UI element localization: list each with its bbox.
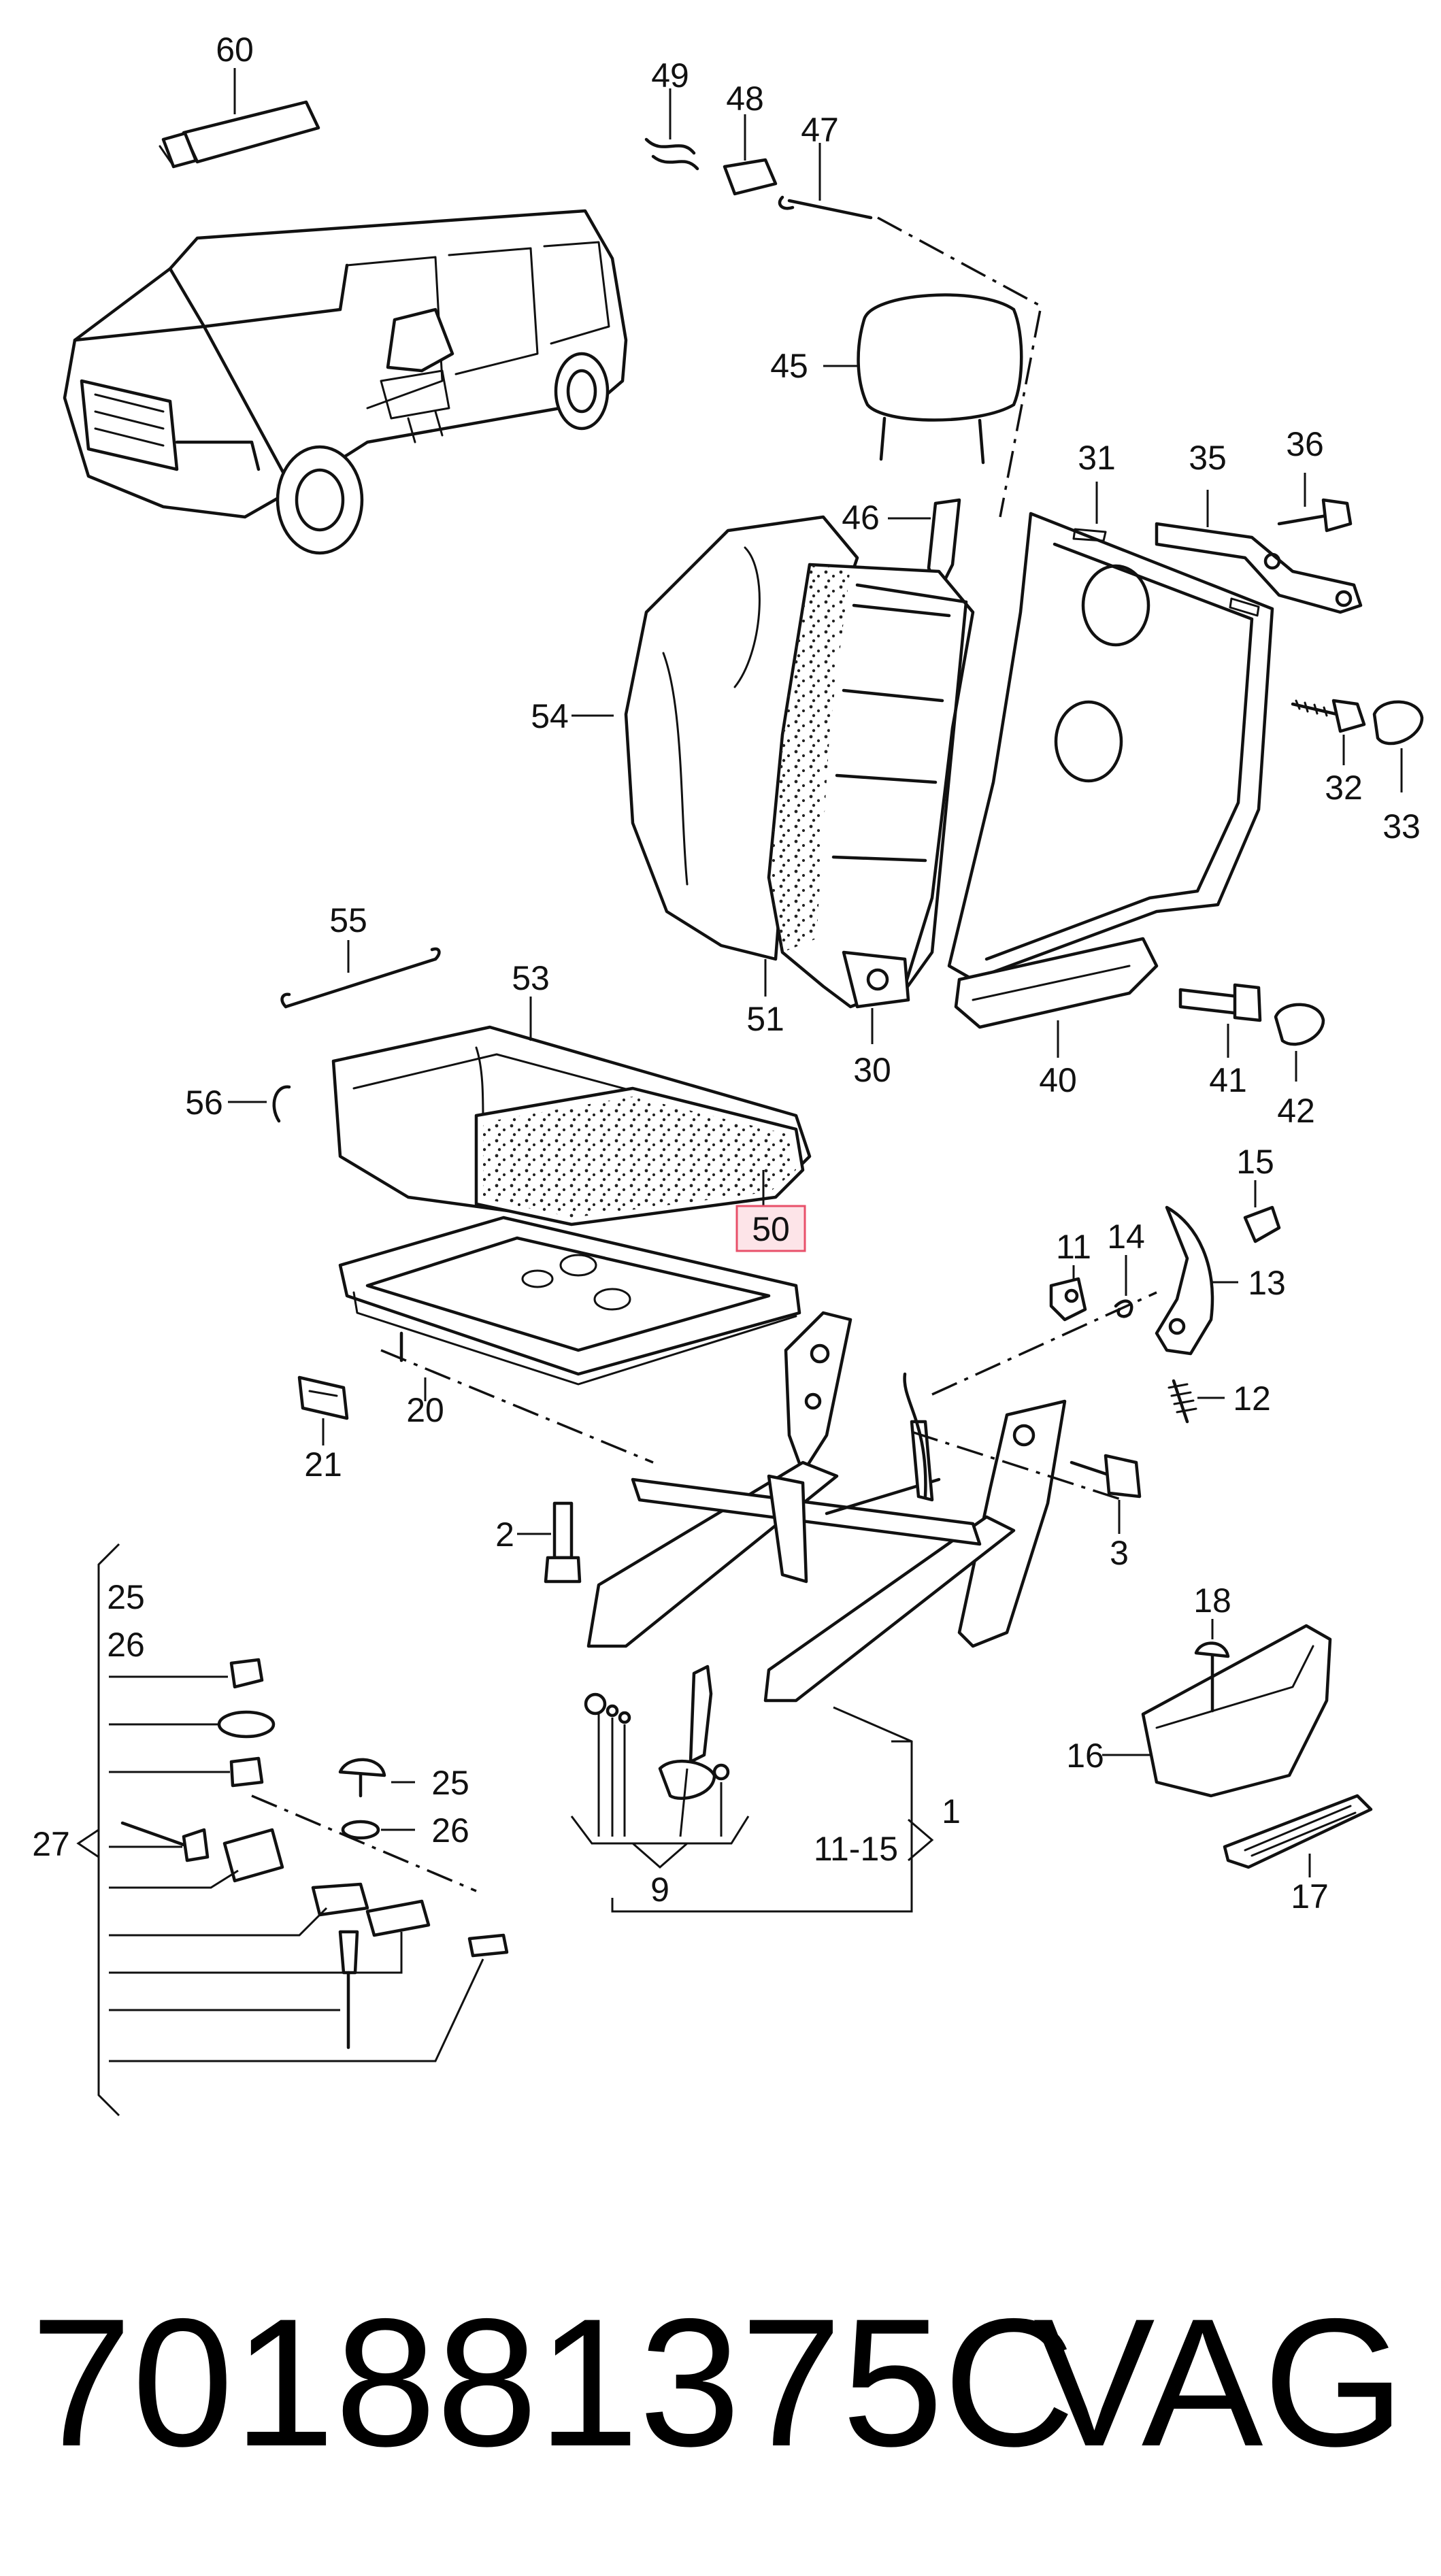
bracket-11-15 [908,1818,934,1862]
bolt-3 [1070,1454,1142,1534]
screw-36 [1277,473,1353,533]
callout-46: 46 [842,499,880,537]
backrest-rear-panel-31 [947,482,1274,982]
callout-41: 41 [1209,1061,1247,1099]
callout-51: 51 [746,1000,784,1038]
callout-9: 9 [650,1871,669,1909]
callout-54: 54 [531,697,569,735]
screw-18 [1194,1619,1230,1713]
callout-11: 11 [1056,1228,1091,1266]
pins-group-9 [570,1665,750,1869]
callout-30: 30 [853,1051,891,1089]
callout-36: 36 [1286,425,1324,463]
backrest-frame-30 [764,563,975,1044]
fastener-group-27 [76,1543,509,2117]
callout-18: 18 [1193,1582,1231,1620]
latch-35 [1155,490,1363,614]
callout-17: 17 [1291,1877,1329,1916]
callout-35: 35 [1189,439,1227,477]
callout-13: 13 [1248,1264,1286,1302]
callout-2: 2 [495,1516,514,1554]
callout-42: 42 [1277,1092,1315,1130]
callout-25-left: 25 [107,1578,145,1616]
cover-16 [1102,1624,1332,1798]
callout-16: 16 [1066,1737,1104,1775]
callout-31: 31 [1078,439,1116,477]
callout-47: 47 [801,111,839,149]
callout-20: 20 [406,1391,444,1429]
callout-1: 1 [942,1792,961,1830]
clip-21 [297,1375,349,1445]
wire-55 [280,940,441,1009]
callout-45: 45 [770,347,808,385]
screw-washer-25-26 [338,1758,415,1840]
van-illustration [63,209,628,555]
callout-26-right: 26 [431,1811,469,1850]
headrest-45 [823,293,1023,465]
adhesive-tube-60 [159,68,320,169]
trim-40 [954,937,1159,1058]
clip-56 [228,1085,291,1123]
seat-frame-1 [586,1291,1157,1913]
bolt-41 [1178,983,1262,1058]
callout-11-15: 11-15 [814,1830,898,1868]
callout-50[interactable]: 50 [752,1210,790,1248]
callout-27: 27 [32,1825,70,1863]
callout-14: 14 [1107,1218,1145,1256]
callout-25-right: 25 [431,1764,469,1802]
callout-55: 55 [329,901,367,939]
callout-26-left: 26 [107,1626,145,1664]
callout-15: 15 [1236,1143,1274,1181]
callout-3: 3 [1110,1534,1129,1572]
seat-pan-20 [338,1216,801,1464]
callout-32: 32 [1325,769,1363,807]
lever-parts-11-15 [1049,1180,1281,1424]
callout-53: 53 [512,959,550,997]
small-parts-top [644,88,1042,518]
callout-60: 60 [216,31,254,69]
cap-33 [1372,700,1424,792]
callout-48: 48 [726,80,764,118]
callout-12: 12 [1233,1379,1271,1418]
seat-foam-50 [474,1086,805,1226]
part-number: 701881375C [31,2280,1075,2484]
callout-49: 49 [651,56,689,95]
cap-42 [1274,1003,1325,1082]
screw-32 [1291,699,1366,765]
highlight-box-50 [735,1205,806,1252]
bolt-2 [517,1501,582,1584]
callout-40: 40 [1039,1061,1077,1099]
brand-name: VAG [1033,2280,1405,2484]
callout-33: 33 [1382,807,1421,846]
trim-strip-17 [1223,1794,1373,1877]
callout-56: 56 [185,1084,223,1122]
callout-21: 21 [304,1445,342,1484]
